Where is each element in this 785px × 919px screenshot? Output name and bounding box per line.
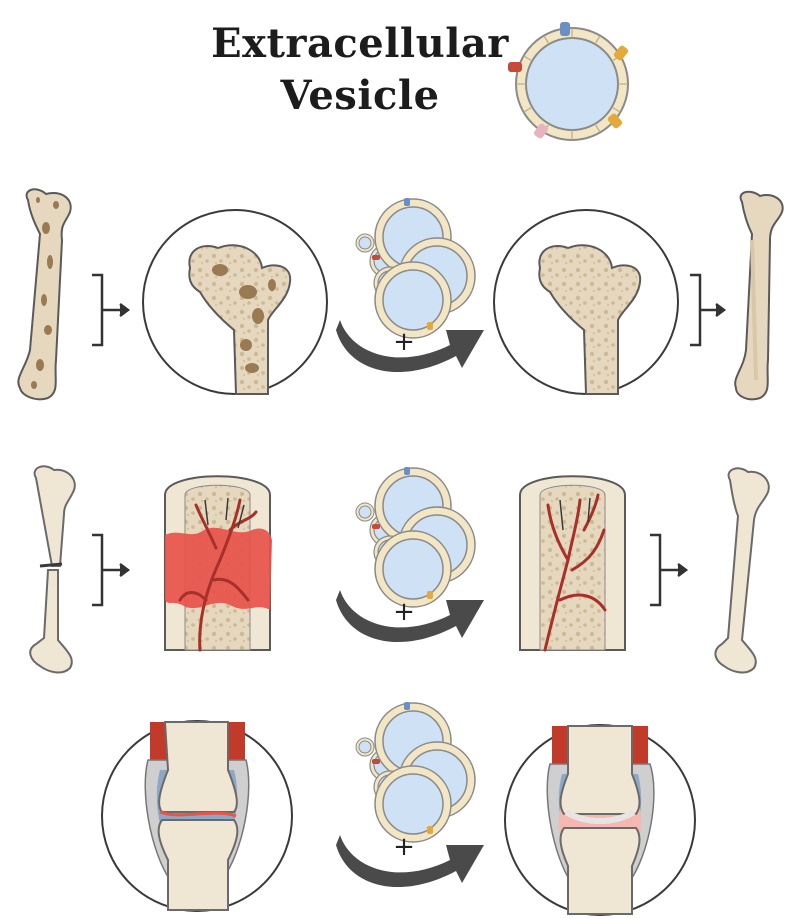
joint-healthy xyxy=(505,725,695,915)
plus-sign-1: + xyxy=(393,327,415,357)
plus-sign-3: + xyxy=(393,832,415,862)
fractured-femur xyxy=(30,466,75,672)
osteoporotic-femur xyxy=(18,189,70,399)
bracket-arrow-left-2 xyxy=(92,535,128,605)
bracket-arrow-right-1 xyxy=(690,275,724,345)
zoom-circle-porous xyxy=(143,210,327,394)
bracket-arrow-left-1 xyxy=(92,275,128,345)
zoom-circle-healthy xyxy=(494,210,678,394)
healthy-femur xyxy=(735,192,783,400)
title-vesicle-icon xyxy=(508,22,629,140)
bracket-arrow-right-2 xyxy=(650,535,686,605)
healed-section xyxy=(520,476,625,650)
vesicle-cluster-3 xyxy=(356,702,475,842)
healed-femur xyxy=(715,468,768,672)
vesicle-cluster-2 xyxy=(356,467,475,607)
joint-inflamed xyxy=(102,721,292,911)
vesicle-cluster-1 xyxy=(356,198,475,338)
plus-sign-2: + xyxy=(393,597,415,627)
fracture-section xyxy=(165,476,272,650)
